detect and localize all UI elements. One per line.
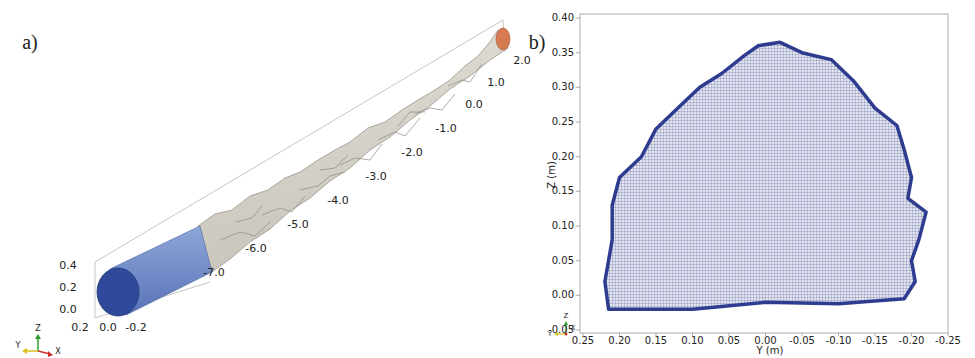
axis-tick-label: 0.05 [718, 336, 740, 346]
axis-letter: Z [35, 325, 40, 333]
axis-letter: X [571, 325, 576, 332]
axis-tick-label: -0.15 [862, 336, 888, 346]
bounding-box [95, 20, 505, 318]
axis-tick-label: 0.0 [99, 322, 117, 333]
tunnel-surface [198, 30, 508, 272]
axis-tick-label: 0.15 [645, 336, 667, 346]
axis-tick-label: -5.0 [287, 219, 308, 230]
rock-creases [220, 64, 482, 240]
axis-tick-label: -6.0 [245, 243, 266, 254]
tick-marks [576, 18, 948, 336]
axis-tick-label: -2.0 [401, 147, 422, 158]
axis-tick-label: 2.0 [513, 55, 531, 66]
axis-letter: Y [16, 342, 21, 350]
axis-tick-label: 0.00 [552, 290, 574, 300]
panel-letter: a) [22, 32, 38, 52]
axis-tick-label: -0.2 [125, 322, 146, 333]
inlet-face [97, 268, 139, 316]
plot-frame [580, 14, 948, 333]
axis-tick-label: -4.0 [327, 195, 348, 206]
axis-tick-label: -7.0 [203, 267, 224, 278]
axis-tick-label: 0.0 [465, 99, 483, 110]
axis-tick-label: 0.25 [572, 336, 594, 346]
axis-tick-label: 0.20 [552, 152, 574, 162]
axis-tick-label: -3.0 [365, 171, 386, 182]
axis-tick-label: -0.25 [935, 336, 961, 346]
axis-tick-label: 0.20 [608, 336, 630, 346]
axis-title: Y (m) [757, 346, 784, 356]
axis-tick-label: 0.35 [552, 48, 574, 58]
axis-tick-label: -1.0 [435, 123, 456, 134]
axis-tick-label: -0.20 [899, 336, 925, 346]
axis-triad [22, 334, 53, 357]
axis-tick-label: 0.05 [552, 256, 574, 266]
axis-letter: Y [548, 331, 552, 338]
axis-letter: Z [564, 313, 569, 320]
panel-letter: b) [529, 32, 546, 52]
axis-tick-label: 0.40 [552, 13, 574, 23]
axis-tick-label: 0.00 [754, 336, 776, 346]
axis-tick-label: 0.10 [552, 221, 574, 231]
axis-tick-label: 1.0 [487, 77, 505, 88]
axis-tick-label: 0.10 [681, 336, 703, 346]
axis-tick-label: 0.25 [552, 117, 574, 127]
axis-letter: X [55, 348, 60, 356]
axis-tick-label: 0.2 [59, 282, 77, 293]
axis-tick-label: -0.10 [826, 336, 852, 346]
mesh-section [605, 42, 926, 309]
axis-tick-label: 0.0 [59, 304, 77, 315]
axis-tick-label: 0.2 [71, 322, 89, 333]
axis-tick-label: -0.05 [789, 336, 815, 346]
outlet-cap [496, 28, 510, 50]
axis-tick-label: 0.4 [59, 260, 77, 271]
axis-tick-label: 0.30 [552, 82, 574, 92]
axis-title: Z (m) [547, 161, 557, 189]
